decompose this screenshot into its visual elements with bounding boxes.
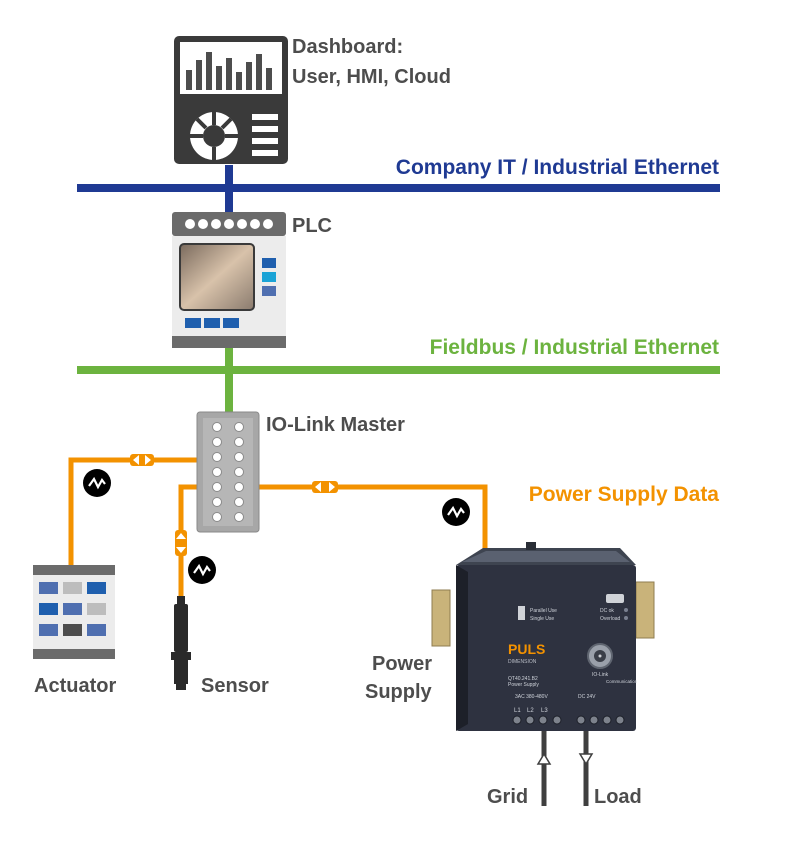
- terminal-l1-label: L1: [514, 708, 521, 714]
- plc-device: [172, 212, 286, 348]
- signal-icon: [83, 469, 111, 497]
- overload-label: Overload: [600, 616, 621, 622]
- io-link-connector-icon: [587, 643, 613, 669]
- load-arrow-down-icon: [578, 753, 594, 766]
- dc-ok-label: DC ok: [600, 608, 614, 614]
- power-supply-label-line2: Supply: [365, 681, 433, 703]
- actuator-cable: [68, 457, 200, 565]
- company-network-line: [77, 184, 720, 192]
- io-link-cables: [68, 457, 488, 598]
- power-supply-label-line1: Power: [372, 653, 432, 675]
- bidirectional-arrow-icon: [312, 481, 338, 493]
- fieldbus-network-line: [77, 366, 720, 374]
- actuator-device: [33, 565, 115, 659]
- menu-lines-icon: [252, 114, 278, 156]
- signal-icon: [442, 498, 470, 526]
- bidirectional-arrow-icon: [175, 530, 187, 556]
- brand-label: PULS: [508, 641, 545, 657]
- company-network-label: Company IT / Industrial Ethernet: [396, 156, 719, 179]
- dashboard-subtitle: User, HMI, Cloud: [292, 66, 451, 88]
- io-link-master-label: IO-Link Master: [266, 414, 405, 436]
- dashboard-title: Dashboard:: [292, 36, 403, 58]
- grid-label: Grid: [487, 786, 528, 808]
- io-link-master-device: [196, 411, 260, 533]
- model-sub-label: Power Supply: [508, 682, 539, 688]
- communication-label: Communication: [606, 679, 638, 684]
- actuator-label: Actuator: [34, 675, 116, 697]
- grid-load-lines: [541, 731, 589, 806]
- fieldbus-network-label: Fieldbus / Industrial Ethernet: [430, 336, 719, 359]
- signal-icon: [188, 556, 216, 584]
- power-supply-device: Parallel Use Single Use DC ok Overload P…: [431, 542, 655, 731]
- sensor-label: Sensor: [201, 675, 269, 697]
- io-link-label: IO-Link: [592, 672, 609, 678]
- model-label: QT40.241.B2: [508, 676, 538, 682]
- bar-chart-icon: [186, 52, 272, 90]
- terminal-l2-label: L2: [527, 708, 534, 714]
- plc-label: PLC: [292, 215, 332, 237]
- dashboard-device: [174, 36, 288, 164]
- input-rating-label: 3AC 380-480V: [515, 694, 548, 700]
- sensor-cable: [178, 484, 200, 598]
- bidirectional-arrow-icon: [130, 454, 154, 466]
- single-use-label: Single Use: [530, 616, 554, 622]
- parallel-use-label: Parallel Use: [530, 608, 557, 614]
- load-label: Load: [594, 786, 642, 808]
- sensor-device: [171, 596, 191, 690]
- output-rating-label: DC 24V: [578, 694, 596, 700]
- grid-arrow-up-icon: [536, 752, 552, 765]
- brand-sub-label: DIMENSION: [508, 659, 537, 665]
- plc-screen: [179, 243, 255, 311]
- gauge-icon: [190, 112, 238, 160]
- power-supply-data-label: Power Supply Data: [529, 483, 720, 506]
- terminal-l3-label: L3: [541, 708, 548, 714]
